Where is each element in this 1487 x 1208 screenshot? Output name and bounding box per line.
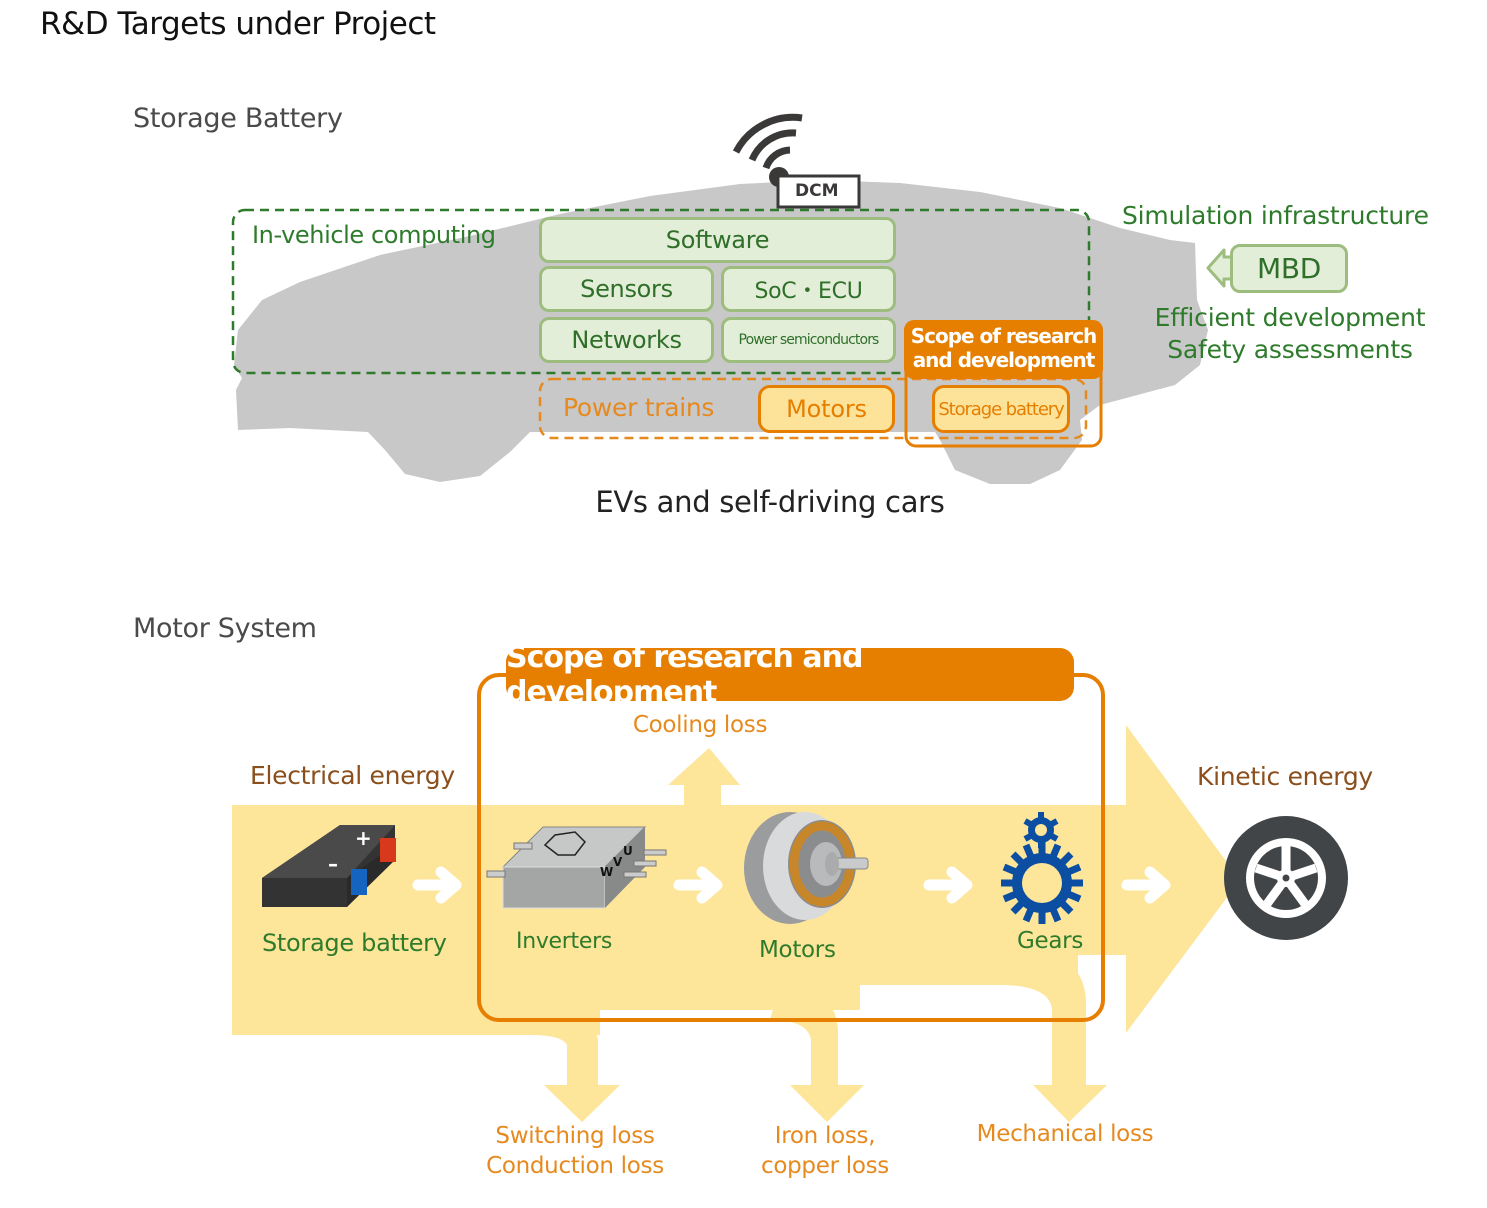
power-semiconductors-label: Power semiconductors bbox=[738, 332, 880, 348]
mbd-box: MBD bbox=[1230, 244, 1348, 293]
soc-ecu-box: SoC・ECU bbox=[721, 266, 896, 312]
flow-arrow-4 bbox=[1121, 866, 1171, 904]
flow-arrow-3 bbox=[923, 866, 973, 904]
battery-icon: + – bbox=[262, 825, 396, 907]
simulation-infrastructure-heading: Simulation infrastructure bbox=[1122, 201, 1429, 230]
inverter-terminal-u: U bbox=[623, 844, 633, 858]
in-vehicle-computing-label: In-vehicle computing bbox=[252, 221, 496, 249]
power-semiconductors-box: Power semiconductors bbox=[721, 317, 896, 363]
storage-battery-label: Storage battery bbox=[938, 398, 1064, 420]
scope-badge: Scope of research and development bbox=[904, 320, 1103, 379]
sensors-label: Sensors bbox=[580, 275, 673, 303]
section-heading-motor-system: Motor System bbox=[133, 613, 317, 644]
motors-box: Motors bbox=[758, 385, 895, 433]
inverter-icon: U V W bbox=[486, 826, 667, 909]
cooling-loss-arrow bbox=[668, 748, 740, 805]
wheel-icon bbox=[1224, 816, 1348, 940]
simulation-benefits: Efficient development Safety assessments bbox=[1130, 302, 1450, 366]
stage-label-inverters: Inverters bbox=[516, 929, 612, 954]
power-trains-label: Power trains bbox=[563, 393, 715, 422]
sensors-box: Sensors bbox=[539, 266, 714, 312]
copper-loss-label: copper loss bbox=[761, 1153, 889, 1179]
section-heading-storage-battery: Storage Battery bbox=[133, 103, 343, 134]
conduction-loss-label: Conduction loss bbox=[486, 1153, 664, 1179]
scope-of-rnd-banner: Scope of research and development bbox=[506, 640, 1074, 710]
iron-copper-loss-label: Iron loss, copper loss bbox=[725, 1121, 925, 1181]
benefit-safety-assessments: Safety assessments bbox=[1167, 335, 1413, 364]
inverter-terminal-w: W bbox=[600, 865, 613, 879]
soc-ecu-label: SoC・ECU bbox=[754, 279, 863, 304]
switching-loss-label: Switching loss bbox=[495, 1123, 655, 1149]
stage-label-storage-battery: Storage battery bbox=[262, 929, 447, 957]
scope-badge-line-2: and development bbox=[912, 348, 1096, 372]
mbd-label: MBD bbox=[1256, 252, 1322, 285]
storage-battery-box: Storage battery bbox=[932, 385, 1070, 433]
kinetic-energy-label: Kinetic energy bbox=[1197, 762, 1373, 791]
software-box: Software bbox=[539, 217, 896, 263]
dcm-box bbox=[776, 174, 861, 209]
wifi-signal-icon bbox=[732, 113, 803, 170]
scope-badge-line-1: Scope of research bbox=[910, 324, 1098, 348]
benefit-efficient-development: Efficient development bbox=[1154, 303, 1426, 332]
switching-conduction-loss-label: Switching loss Conduction loss bbox=[470, 1121, 680, 1181]
gears-icon bbox=[1001, 812, 1083, 924]
mechanical-loss-arrow bbox=[1000, 955, 1107, 1122]
electrical-energy-label: Electrical energy bbox=[250, 761, 455, 790]
flow-arrow-1 bbox=[412, 866, 462, 904]
switching-loss-arrow bbox=[530, 1000, 620, 1122]
flow-arrow-2 bbox=[673, 866, 723, 904]
motors-label: Motors bbox=[786, 395, 867, 423]
scope-of-rnd-banner-label: Scope of research and development bbox=[506, 639, 863, 710]
stage-label-gears: Gears bbox=[1017, 928, 1084, 954]
iron-loss-label: Iron loss, bbox=[774, 1123, 876, 1149]
svg-text:+: + bbox=[355, 826, 372, 850]
page-title: R&D Targets under Project bbox=[40, 6, 436, 42]
car-diagram-caption: EVs and self-driving cars bbox=[595, 485, 945, 519]
mechanical-loss-label: Mechanical loss bbox=[976, 1121, 1154, 1147]
energy-band-main bbox=[232, 725, 1240, 1035]
stage-label-motors: Motors bbox=[759, 937, 836, 963]
dcm-label: DCM bbox=[795, 181, 839, 201]
software-label: Software bbox=[665, 226, 770, 254]
cooling-loss-label: Cooling loss bbox=[632, 712, 768, 738]
networks-box: Networks bbox=[539, 317, 714, 363]
motor-icon bbox=[744, 812, 869, 924]
svg-text:–: – bbox=[328, 852, 338, 876]
power-trains-boundary bbox=[538, 377, 1088, 440]
inverter-terminal-v: V bbox=[613, 855, 623, 869]
networks-label: Networks bbox=[571, 326, 682, 354]
in-vehicle-computing-boundary bbox=[231, 208, 1091, 375]
